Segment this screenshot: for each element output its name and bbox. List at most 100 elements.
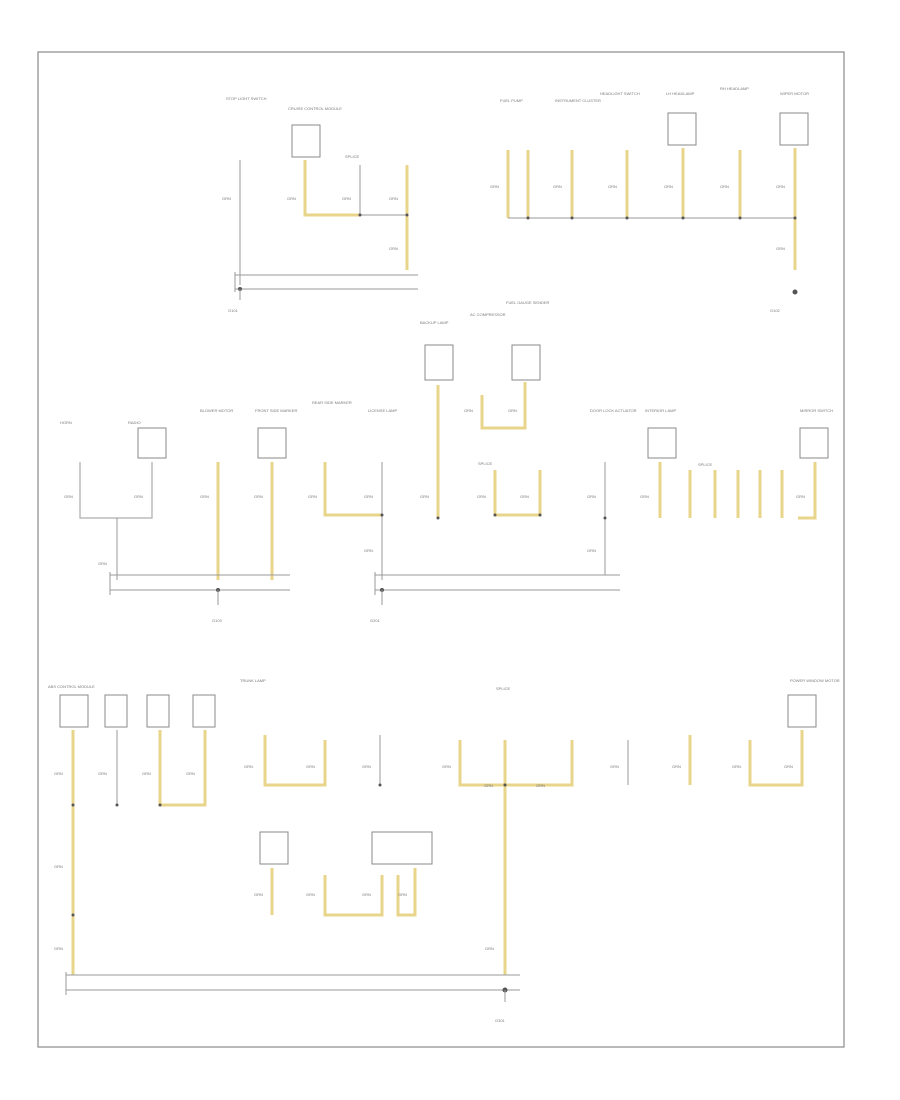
ground-label: G101 [228,308,239,313]
splice-dot [493,513,497,517]
component-label: POWER WINDOW MOTOR [790,678,840,683]
component-box [257,427,287,459]
wire-code: GRN [484,783,493,788]
wire-code: GRN [222,196,231,201]
ground-label: G301 [495,1018,506,1023]
wire-code: GRN [186,771,195,776]
component-label: INTERIOR LAMP [645,408,676,413]
component-box [146,694,170,728]
splice-dot [625,216,629,220]
splice-dot [358,213,362,217]
splice-dot [115,803,119,807]
ground-label: G103 [212,618,223,623]
component-box [371,831,433,865]
component-label: LICENSE LAMP [368,408,397,413]
wire-code: GRN [254,892,263,897]
wire-code: GRN [610,764,619,769]
splice-dot [380,513,384,517]
wire [505,740,574,787]
splice-dot [738,216,742,220]
wire-code-labels: GRN GRN GRN GRN GRN GRN GRN GRN GRN GRN … [54,184,805,951]
wire [303,160,360,217]
cluster-middle [79,344,829,605]
wire-code: GRN [553,184,562,189]
wire-code: GRN [464,408,473,413]
ground-bus [234,272,418,292]
splice-dot [526,216,530,220]
wire-code: GRN [244,764,253,769]
wire-code: GRN [398,892,407,897]
ground-bus [374,572,620,595]
component-label: INSTRUMENT CLUSTER [555,98,601,103]
splice-dot [570,216,574,220]
splice-dot [793,216,797,220]
component-label: WIPER MOTOR [780,91,809,96]
wire-code: GRN [784,764,793,769]
wire-code: GRN [776,184,785,189]
wire-code: GRN [420,494,429,499]
wire-code: GRN [672,764,681,769]
component-box [291,124,321,158]
wire-code: GRN [490,184,499,189]
wire-code: GRN [362,764,371,769]
wire [263,735,327,787]
component-box [59,694,89,728]
component-label: FRONT SIDE MARKER [255,408,297,413]
wire [493,470,542,517]
wire-code: GRN [608,184,617,189]
wire-code: GRN [342,196,351,201]
wire-code: GRN [776,246,785,251]
wire [798,462,817,520]
wire-code: GRN [134,494,143,499]
ground-bus [109,572,290,595]
wire-code: GRN [732,764,741,769]
wire-code: GRN [442,764,451,769]
component-label: STOP LIGHT SWITCH [226,96,267,101]
component-label: SPLICE [698,462,713,467]
wire-code: GRN [54,771,63,776]
wire [158,730,207,807]
splice-dot [158,803,162,807]
wire-thin [359,165,407,216]
component-label: TRUNK LAMP [240,678,266,683]
cluster-top-left [234,124,418,300]
ground-label: G201 [370,618,381,623]
component-box [799,427,829,459]
component-box [779,112,809,146]
component-label: RADIO [128,420,141,425]
component-label: ABS CONTROL MODULE [48,684,95,689]
component-label: AC COMPRESSOR [470,312,506,317]
wire-code: GRN [720,184,729,189]
component-label: BLOWER MOTOR [200,408,233,413]
wire-code: GRN [54,946,63,951]
wire-code: GRN [508,408,517,413]
wire-code: GRN [664,184,673,189]
wire-code: GRN [520,494,529,499]
wire-code: GRN [389,196,398,201]
wire-code: GRN [306,764,315,769]
wire [396,868,417,917]
component-box [787,694,817,728]
wire-code: GRN [254,494,263,499]
cluster-top-right [506,112,809,295]
wire-code: GRN [362,892,371,897]
wire-code: GRN [64,494,73,499]
wire [323,875,384,917]
wire-code: GRN [389,246,398,251]
component-label: FUEL GAUGE SENDER [506,300,550,305]
wire-code: GRN [796,494,805,499]
splice-dot [378,783,382,787]
wire [323,462,382,517]
ground-label: G102 [770,308,781,313]
component-box [511,344,541,381]
splice-dot [71,803,75,807]
component-label: SPLICE [496,686,511,691]
component-label: DOOR LOCK ACTUATOR [590,408,637,413]
component-label: REAR SIDE MARKER [312,400,352,405]
component-box [424,344,454,381]
wire-code: GRN [536,783,545,788]
component-label: BACKUP LAMP [420,320,449,325]
component-box [667,112,697,146]
splice-dot [603,516,607,520]
